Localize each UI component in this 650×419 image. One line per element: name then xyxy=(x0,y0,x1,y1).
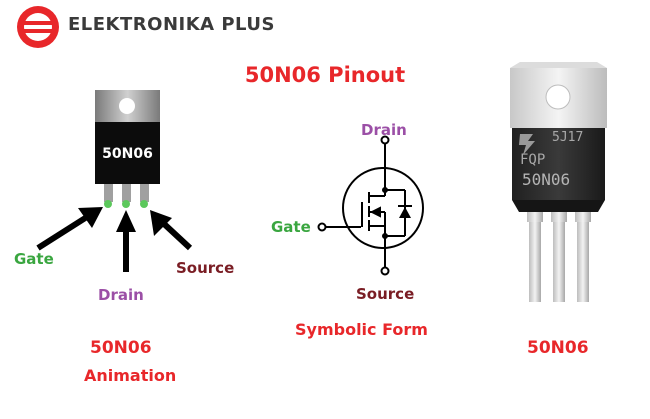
brand-name: ELEKTRONIKA PLUS xyxy=(68,14,275,35)
chip-label: 50N06 xyxy=(102,146,153,162)
source-label-animation: Source xyxy=(176,259,235,277)
photo-marking-code: 5J17 xyxy=(552,130,584,145)
drain-label-symbol: Drain xyxy=(361,121,407,139)
gate-label-animation: Gate xyxy=(14,250,54,268)
logo-icon xyxy=(17,6,59,48)
fairchild-logo-icon xyxy=(519,134,535,155)
page-title: 50N06 Pinout xyxy=(244,63,406,87)
source-arrow xyxy=(150,210,193,251)
photo-caption: 50N06 xyxy=(527,338,589,358)
mosfet-symbol xyxy=(317,135,424,276)
gate-label-symbol: Gate xyxy=(271,218,311,236)
drain-label-animation: Drain xyxy=(98,286,144,304)
gate-arrow xyxy=(36,207,103,251)
animation-caption-line1: 50N06 xyxy=(90,338,152,358)
chip-photo xyxy=(510,62,607,302)
symbol-caption: Symbolic Form xyxy=(295,320,428,339)
source-label-symbol: Source xyxy=(356,285,415,303)
animation-caption-line2: Animation xyxy=(84,366,177,385)
photo-marking-brand: FQP xyxy=(520,152,546,168)
drain-arrow xyxy=(116,210,136,272)
photo-marking-part: 50N06 xyxy=(522,170,571,189)
chip-animation xyxy=(95,90,160,208)
